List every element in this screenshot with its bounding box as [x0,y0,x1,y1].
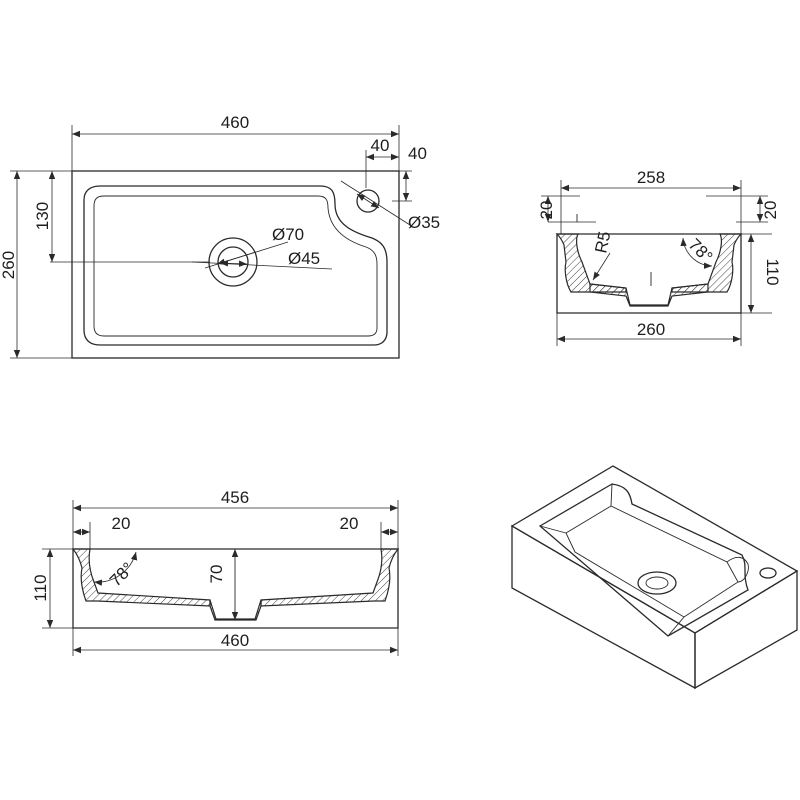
front-rim-left-label: 20 [112,514,131,533]
side-bowl-bottom [589,283,709,307]
side-left-wall [555,233,627,293]
front-angle-label: 78° [106,559,138,591]
side-angle-label: 78° [685,235,717,267]
front-bowl-depth-label: 70 [207,565,226,584]
side-height-label: 110 [763,258,782,285]
front-right-wall [260,548,400,607]
front-inner-width-label: 456 [221,488,249,507]
basin-outline [71,170,400,359]
iso-waste-outlet [637,571,677,595]
width-label: 460 [221,113,249,132]
depth-label: 260 [0,251,18,279]
waste-outlet-outer [208,237,258,287]
side-radius-label: R5 [591,230,614,255]
waste-inner-label: Ø45 [288,249,320,268]
basin-rim-outer [83,185,388,346]
isometric-view [510,465,799,690]
tap-offset-y-label: 40 [408,144,427,163]
front-height-label: 110 [31,574,50,601]
inner-half-label: 130 [33,202,52,230]
side-section-view: 258 20 20 110 260 R5 78° [537,168,782,346]
side-rim-right-label: 20 [761,201,780,220]
iso-waste-inner [645,576,669,590]
iso-top-face [510,465,799,634]
front-outer-width-label: 460 [221,631,249,650]
side-right-wall [671,233,743,293]
side-outer-width-label: 260 [637,320,665,339]
basin-rim-inner [93,195,378,337]
iso-tap-hole [759,567,777,579]
waste-outer-label: Ø70 [272,225,304,244]
top-view: 460 40 40 260 130 Ø70 Ø45 Ø35 [0,113,440,359]
iso-basin-rim [538,483,749,637]
tap-hole-label: Ø35 [408,213,440,232]
front-rim-right-label: 20 [340,514,359,533]
iso-right-face [694,569,798,690]
front-section-view: 456 20 20 110 70 78° 460 [31,488,400,656]
front-left-wall [71,548,211,607]
front-bowl-bottom [209,599,262,621]
tap-offset-x-label: 40 [371,136,390,155]
side-inner-width-label: 258 [637,168,665,187]
side-rim-left-label: 20 [537,201,556,220]
